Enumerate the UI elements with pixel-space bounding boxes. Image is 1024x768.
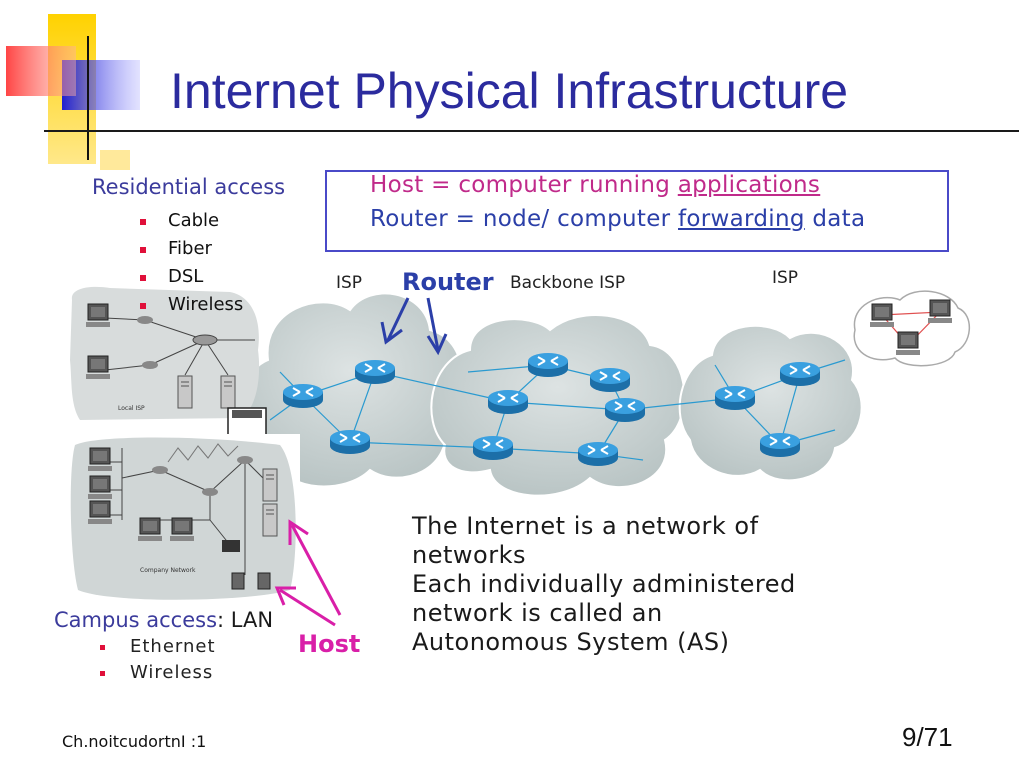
host-label: Host xyxy=(298,630,361,658)
description-line: network is called an xyxy=(412,599,663,627)
isp-cloud-right xyxy=(678,324,863,482)
remote-hosts-cloud xyxy=(853,290,971,367)
router-definition: Router = node/ computer forwarding data xyxy=(370,206,865,232)
router-label: Router xyxy=(402,268,494,296)
slide-title: Internet Physical Infrastructure xyxy=(170,63,849,119)
residential-access-list: Cable Fiber DSL Wireless xyxy=(140,207,243,319)
campus-inset: Company Network xyxy=(68,434,300,604)
host-definition: Host = computer running applications xyxy=(370,172,820,198)
description-line: Each individually administered xyxy=(412,570,796,598)
forwarding-link[interactable]: forwarding xyxy=(678,206,805,232)
applications-link[interactable]: applications xyxy=(677,172,821,198)
router-definition-text: Router = node/ computer xyxy=(370,206,679,232)
backbone-isp-label: Backbone ISP xyxy=(510,273,626,293)
host-arrows xyxy=(274,519,342,627)
host-definition-text: Host = computer running xyxy=(370,172,678,198)
description-line: networks xyxy=(412,541,526,569)
company-network-label: Company Network xyxy=(140,567,196,574)
isp-left-label: ISP xyxy=(336,273,363,293)
footer-chapter: Ch.noitcudortnI :1 xyxy=(62,732,207,751)
definition-box xyxy=(325,170,949,252)
local-isp-label: Local ISP xyxy=(118,405,145,412)
description-line: The Internet is a network of xyxy=(412,512,759,540)
campus-access-list: Ethernet Wireless xyxy=(100,634,216,686)
list-item: Fiber xyxy=(140,235,243,263)
internet-description: The Internet is a network of networks Ea… xyxy=(412,512,796,657)
residential-access-title: Residential access xyxy=(92,175,286,199)
list-item: Wireless xyxy=(140,291,243,319)
title-divider xyxy=(44,130,1019,132)
residential-inset: Local ISP xyxy=(70,286,260,420)
host-device-1 xyxy=(231,572,245,590)
isp-right-label: ISP xyxy=(772,268,799,288)
router-definition-suffix: data xyxy=(804,206,866,232)
gateway-device xyxy=(232,410,262,418)
campus-access-label: Campus access xyxy=(54,608,218,632)
list-item: Wireless xyxy=(100,660,216,686)
host-device-2 xyxy=(257,572,271,590)
network-diagram: Local ISP xyxy=(68,286,971,627)
router-arrows xyxy=(380,297,448,356)
list-item: Ethernet xyxy=(100,634,216,660)
page-number: 9/71 xyxy=(902,722,953,752)
campus-lan-label: : LAN xyxy=(217,608,274,632)
description-line: Autonomous System (AS) xyxy=(412,628,730,656)
corner-decoration xyxy=(6,14,140,170)
campus-access-title: Campus access: LAN xyxy=(54,608,273,632)
list-item: Cable xyxy=(140,207,243,235)
list-item: DSL xyxy=(140,263,243,291)
printer-icon xyxy=(222,540,240,552)
